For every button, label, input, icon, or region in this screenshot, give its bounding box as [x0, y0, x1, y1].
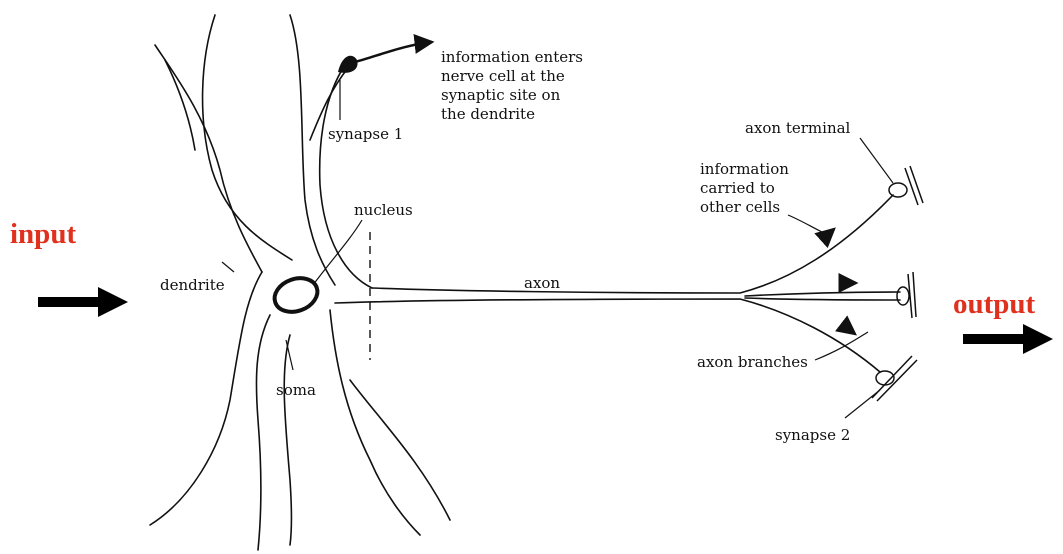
- output-label: output: [953, 288, 1036, 320]
- info-enters-line-3: synaptic site on: [441, 86, 561, 104]
- axon-label: axon: [524, 274, 560, 292]
- nucleus-shape: [270, 272, 322, 317]
- info-carried-line-1: information: [700, 160, 789, 178]
- axon-branches-label: axon branches: [697, 353, 808, 371]
- input-label: input: [10, 218, 76, 250]
- axon-terminals: [872, 166, 923, 401]
- dendrite-label: dendrite: [160, 276, 225, 294]
- synapse-1-label: synapse 1: [328, 125, 403, 143]
- info-enters-line-4: the dendrite: [441, 105, 535, 123]
- signal-arrows: [824, 229, 856, 334]
- soma-label: soma: [276, 381, 316, 399]
- axon-terminal-label: axon terminal: [745, 119, 851, 137]
- nucleus-label: nucleus: [354, 201, 413, 219]
- info-enters-line-2: nerve cell at the: [441, 67, 565, 85]
- incoming-fiber: [355, 42, 432, 62]
- input-arrow-icon: [38, 287, 128, 317]
- info-carried-line-2: carried to: [700, 179, 775, 197]
- info-enters-line-1: information enters: [441, 48, 583, 66]
- synapse-2-label: synapse 2: [775, 426, 850, 444]
- info-carried-line-3: other cells: [700, 198, 780, 216]
- output-arrow-icon: [963, 324, 1053, 354]
- synapse1-blob: [338, 56, 358, 73]
